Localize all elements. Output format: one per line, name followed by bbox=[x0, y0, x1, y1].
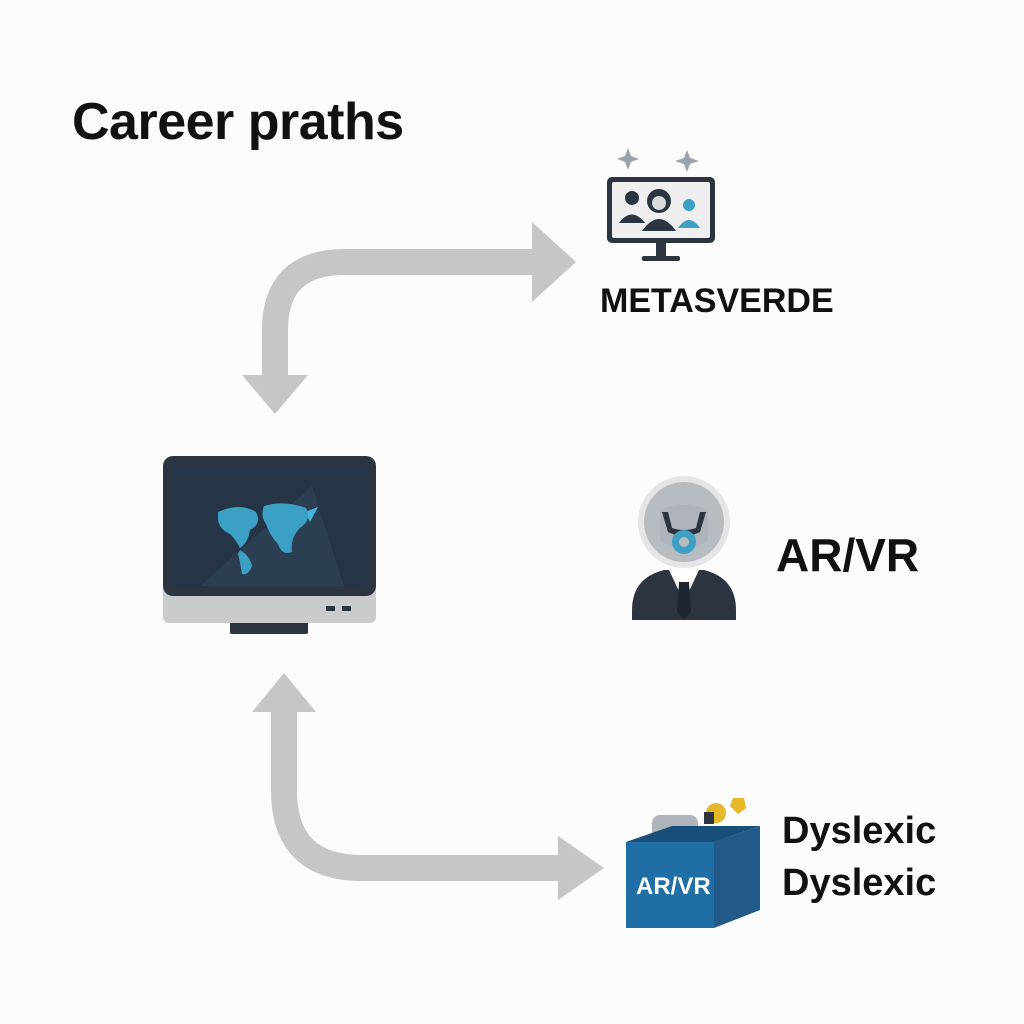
node-label-dyslexic-1: Dyslexic bbox=[782, 810, 937, 852]
vr-tools-box-icon bbox=[626, 798, 760, 928]
vr-headset-person-icon bbox=[632, 476, 736, 620]
video-conference-monitor-icon bbox=[607, 148, 715, 261]
arrow-hub-to-top bbox=[242, 222, 576, 414]
node-label-arvr: AR/VR bbox=[776, 529, 920, 581]
arrow-hub-to-bottom bbox=[252, 673, 604, 900]
node-label-dyslexic-2: Dyslexic bbox=[782, 862, 937, 904]
box-label-arvr: AR/VR bbox=[636, 873, 711, 900]
page-title: Career praths bbox=[72, 93, 404, 151]
world-map-monitor-icon bbox=[163, 456, 376, 634]
node-label-metaverse: METASVERDE bbox=[600, 282, 834, 320]
